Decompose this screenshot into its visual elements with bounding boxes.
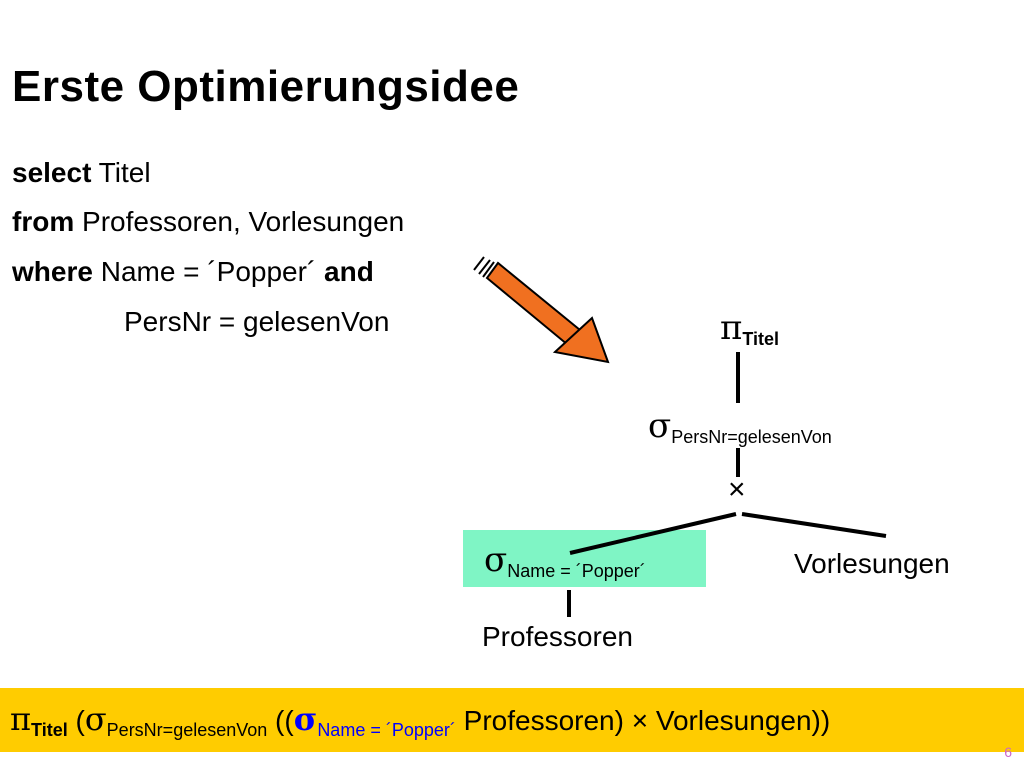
sigma-symbol: σ xyxy=(84,700,107,738)
pi-symbol: π xyxy=(10,700,32,738)
pi-symbol: π xyxy=(720,308,743,348)
formula-join-predicate: PersNr=gelesenVon xyxy=(106,720,268,740)
sql-keyword-and: and xyxy=(324,256,374,287)
join-predicate: PersNr=gelesenVon xyxy=(671,427,832,447)
relational-algebra-formula: πTitel (σPersNr=gelesenVon ((σName = ´Po… xyxy=(10,700,830,741)
name-predicate: Name = ´Popper´ xyxy=(507,561,646,581)
sql-where-line: where Name = ´Popper´ and xyxy=(12,256,374,288)
sql-keyword-from: from xyxy=(12,206,75,237)
edge-cross-left xyxy=(569,512,737,555)
sql-from-line: from Professoren, Vorlesungen xyxy=(12,206,404,238)
sql-select-text: Titel xyxy=(91,157,151,188)
arrow-icon xyxy=(473,256,610,364)
sql-keyword-where: where xyxy=(12,256,93,287)
sigma-symbol: σ xyxy=(484,540,508,580)
slide-title: Erste Optimierungsidee xyxy=(12,62,520,111)
tree-node-name-selection: σName = ´Popper´ xyxy=(484,540,646,582)
formula-name-predicate: Name = ´Popper´ xyxy=(317,720,456,740)
sql-from-text: Professoren, Vorlesungen xyxy=(74,206,405,237)
tree-node-cross-product: × xyxy=(728,473,746,506)
formula-bar xyxy=(0,688,1024,752)
sigma-symbol: σ xyxy=(648,406,672,446)
selection-highlight xyxy=(463,530,706,587)
formula-paren-open: ( xyxy=(67,705,85,736)
sql-where-text: Name = ´Popper´ xyxy=(92,256,325,287)
projection-attribute: Titel xyxy=(742,329,780,349)
sql-keyword-select: select xyxy=(12,157,92,188)
tree-leaf-professoren: Professoren xyxy=(482,621,633,652)
tree-node-projection: πTitel xyxy=(720,308,779,350)
page-number: 6 xyxy=(1004,744,1012,760)
edge-cross-right xyxy=(741,512,887,538)
tree-leaf-vorlesungen: Vorlesungen xyxy=(794,548,950,579)
sql-select-line: select Titel xyxy=(12,157,151,189)
sql-join-condition: PersNr = gelesenVon xyxy=(124,306,390,337)
formula-projection-attribute: Titel xyxy=(31,720,68,740)
sigma-symbol-highlight: σ xyxy=(293,700,318,738)
formula-rest: Professoren) × Vorlesungen)) xyxy=(455,705,831,736)
tree-node-join-selection: σPersNr=gelesenVon xyxy=(648,406,832,448)
formula-paren-open-double: (( xyxy=(267,705,294,736)
